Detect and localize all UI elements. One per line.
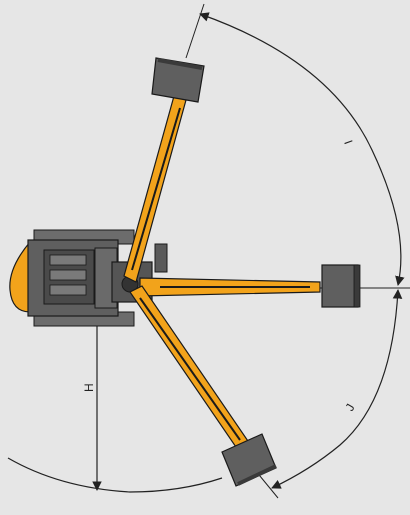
boom-lower [129,285,277,487]
side-bracket [154,243,168,273]
boom-upper [123,57,205,283]
label-left-swing: I [341,138,355,146]
boom-straight [139,264,361,308]
cab-panel-3 [49,284,87,296]
bucket-lower-teeth [237,464,277,486]
bucket-upper [151,57,205,103]
label-offset: H [82,383,96,392]
swing-arc-left [199,12,405,286]
bucket-upper-teeth [157,58,203,70]
bucket-straight [321,264,359,308]
swing-arc-lower [7,457,223,493]
excavator-body [9,229,168,327]
label-right-swing: J [342,401,357,413]
cab-panel-1 [49,254,87,266]
bucket-straight-teeth [353,264,361,308]
boom-lower-cylinder [139,297,241,441]
extension-line-top [185,3,205,59]
boom-upper-cylinder [131,107,181,271]
counterweight [9,240,31,313]
swing-arc-right [271,289,403,489]
cab-panel-2 [49,269,87,281]
